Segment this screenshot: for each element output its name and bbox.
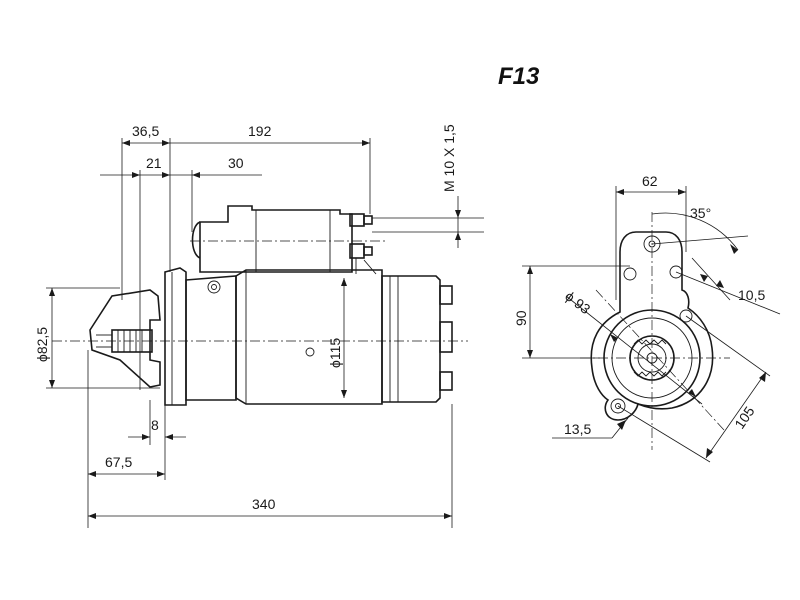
front-view: 62 35° 10,5 90 ϕ 93 105 1 bbox=[513, 173, 781, 463]
dim-21: 21 bbox=[146, 155, 162, 171]
side-view: 36,5 192 21 30 M 10 X 1,5 ϕ82,5 bbox=[34, 123, 484, 528]
dim-67-5: 67,5 bbox=[105, 454, 132, 470]
dim-340: 340 bbox=[252, 496, 276, 512]
dim-62: 62 bbox=[642, 173, 658, 189]
end-cap bbox=[381, 275, 441, 403]
dim-192: 192 bbox=[248, 123, 272, 139]
dim-13-5: 13,5 bbox=[564, 421, 591, 437]
dim-thread: M 10 X 1,5 bbox=[441, 124, 457, 192]
dim-10-5: 10,5 bbox=[738, 287, 765, 303]
dim-dia-82-5: ϕ82,5 bbox=[34, 327, 50, 362]
motor-body bbox=[235, 269, 383, 405]
dim-30: 30 bbox=[228, 155, 244, 171]
dim-90: 90 bbox=[513, 310, 529, 326]
drive-end-housing bbox=[89, 289, 161, 388]
dim-8: 8 bbox=[151, 417, 159, 433]
solenoid bbox=[199, 205, 353, 273]
intermediate-housing bbox=[185, 275, 237, 401]
dim-36-5: 36,5 bbox=[132, 123, 159, 139]
drawing-title: F13 bbox=[498, 63, 540, 90]
dim-dia-115: ϕ115 bbox=[327, 338, 343, 368]
dim-dia-93: ϕ 93 bbox=[562, 288, 594, 318]
mounting-flange bbox=[164, 267, 187, 406]
dim-105: 105 bbox=[731, 403, 757, 431]
dim-35-deg: 35° bbox=[690, 205, 711, 221]
